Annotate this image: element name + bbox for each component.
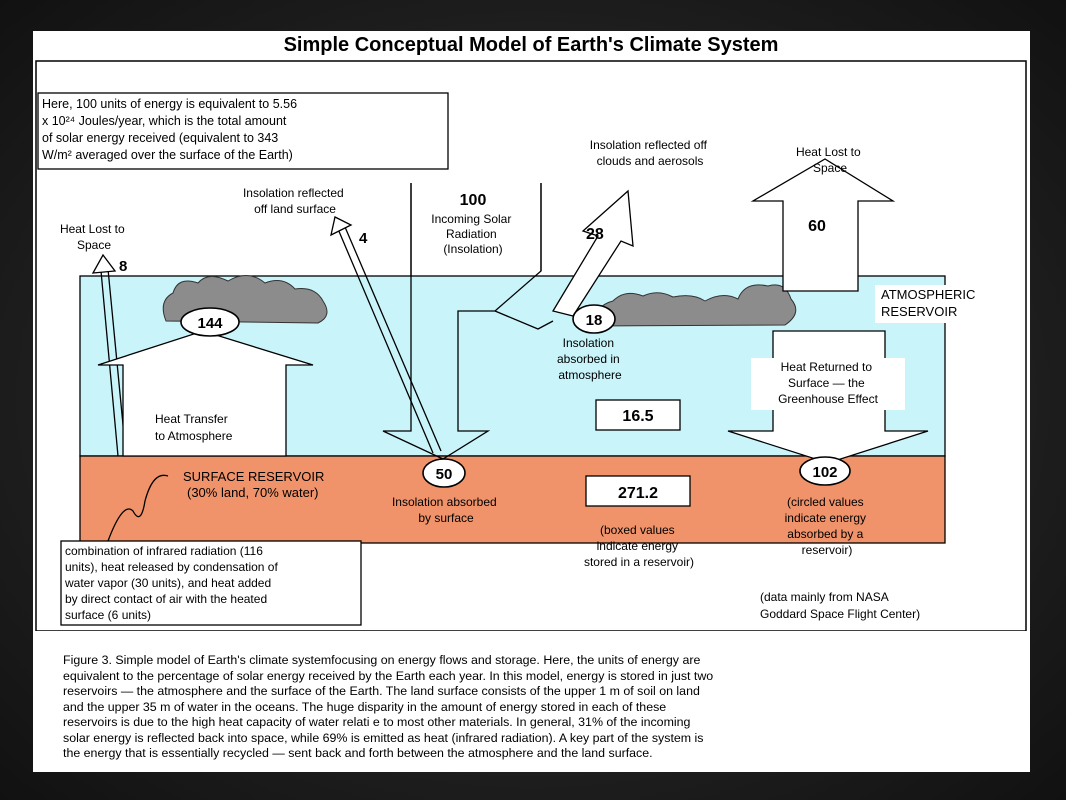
value-28: 28 (586, 226, 604, 243)
circle-102 (799, 456, 851, 486)
value-18: 18 (586, 312, 603, 329)
value-100: 100 (460, 192, 487, 209)
surface-insolation-label: Insolation absorbed by surface (392, 495, 500, 525)
value-60: 60 (808, 218, 826, 235)
heat-returned-label: Heat Returned to Surface — the Greenhous… (778, 360, 879, 406)
value-50: 50 (436, 466, 453, 483)
combination-box (60, 540, 362, 626)
atmos-reservoir-label: ATMOSPHERIC RESERVOIR (881, 287, 979, 319)
box-271-2 (585, 475, 691, 507)
circle-144 (180, 307, 240, 337)
cloud-right (596, 284, 797, 327)
circled-values-note: (circled values indicate energy absorbed… (785, 495, 870, 557)
heat-lost-right-label: Heat Lost to Space (796, 145, 864, 175)
value-16-5: 16.5 (622, 408, 653, 425)
incoming-label: Incoming Solar Radiation (Insolation) (431, 212, 514, 256)
combination-pointer (107, 474, 169, 542)
heat-transfer-label: Heat Transfer to Atmosphere (155, 412, 233, 443)
figure-caption: Figure 3. Simple model of Earth's climat… (63, 653, 993, 762)
reflected-clouds-label: Insolation reflected off clouds and aero… (590, 138, 711, 168)
atmos-label-bg (875, 285, 1025, 323)
caption-line: Figure 3. Simple model of Earth's climat… (63, 653, 701, 667)
circle-18 (572, 304, 616, 334)
note-text: Here, 100 units of energy is equivalent … (42, 97, 301, 162)
note-box (37, 92, 449, 170)
slide: Simple Conceptual Model of Earth's Clima… (33, 31, 1030, 772)
value-102: 102 (812, 464, 837, 481)
caption-line: reservoirs is due to the high heat capac… (63, 715, 691, 729)
diagram-title: Simple Conceptual Model of Earth's Clima… (284, 34, 779, 56)
caption-line: solar energy is reflected back into spac… (63, 730, 704, 745)
value-271-2: 271.2 (618, 485, 658, 502)
diagram-frame (35, 60, 1027, 631)
heat-transfer-bg (149, 409, 264, 447)
incoming-arrow-outline (382, 183, 542, 460)
source-note: (data mainly from NASA Goddard Space Fli… (760, 590, 920, 621)
heat-lost-right-arrow (750, 158, 896, 292)
reflected-clouds-arrow (551, 189, 634, 317)
value-144: 144 (197, 315, 223, 332)
circle-50 (422, 458, 466, 488)
box-16-5 (595, 399, 681, 431)
value-8: 8 (119, 258, 127, 275)
surface-reservoir-label: SURFACE RESERVOIR (30% land, 70% water) (183, 469, 328, 500)
climate-diagram: Simple Conceptual Model of Earth's Clima… (35, 34, 1027, 631)
heat-lost-left-label: Heat Lost to Space (60, 222, 128, 252)
boxed-values-note: (boxed values indicate energy stored in … (584, 523, 694, 569)
heat-returned-bg (751, 358, 905, 410)
reflected-land-label: Insolation reflected off land surface (243, 186, 347, 216)
caption-line: and the upper 35 m of water in the ocean… (63, 699, 667, 714)
caption-line: reservoirs — the atmosphere and the surf… (63, 684, 700, 698)
insolation-atmos-branch (494, 310, 554, 330)
value-4: 4 (359, 230, 368, 247)
caption-line: the energy that is essentially recycled … (63, 746, 653, 760)
insolation-atmos-label: Insolation absorbed in atmosphere (557, 336, 623, 382)
reflected-land-arrow (330, 216, 442, 454)
combination-text: combination of infrared radiation (116 u… (64, 544, 281, 622)
caption-line: equivalent to the percentage of solar en… (63, 668, 714, 683)
